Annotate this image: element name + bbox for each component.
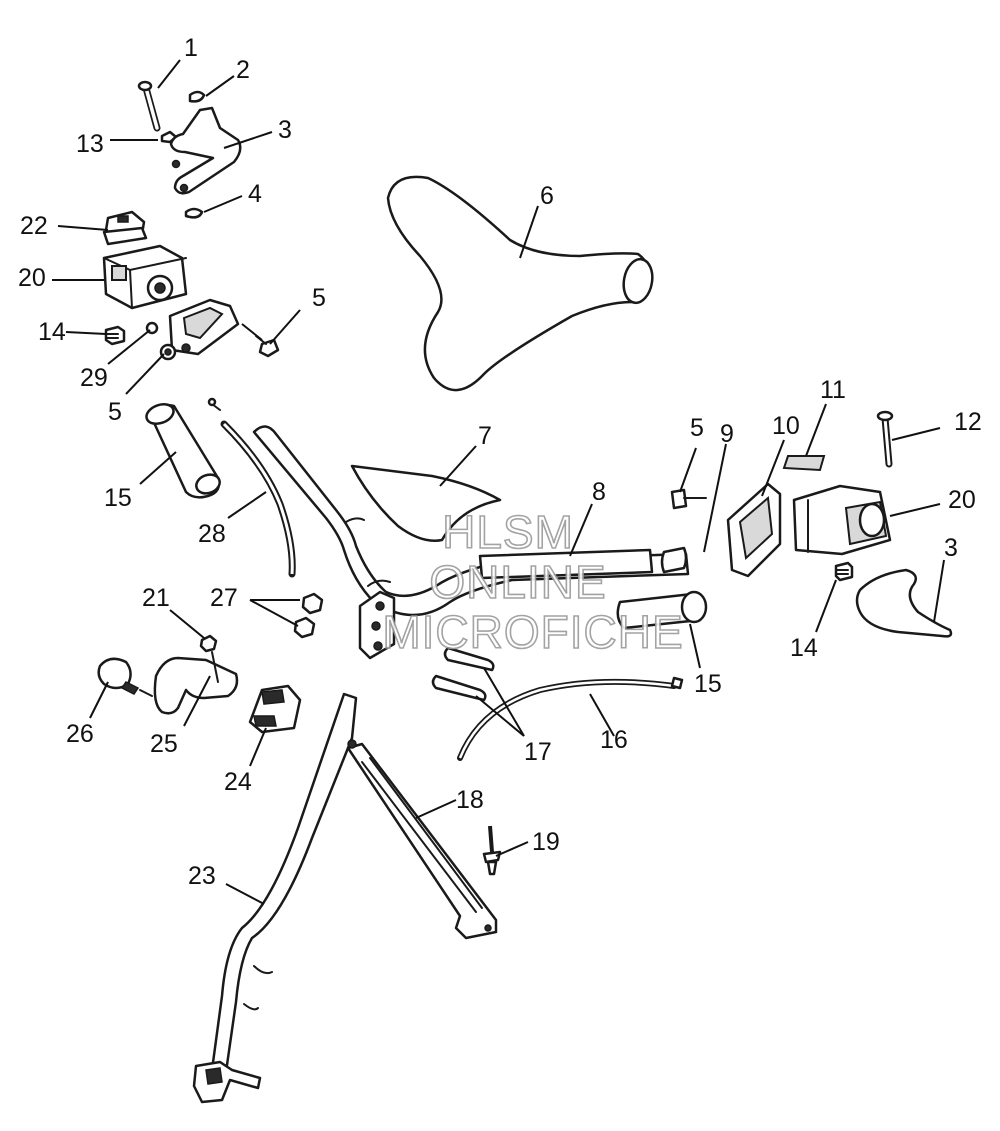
part-5-cover-plate (168, 298, 240, 356)
callout-11: 11 (820, 376, 846, 404)
watermark: HLSM ONLINE MICROFICHE (382, 505, 684, 659)
part-15-grip-left (145, 403, 221, 499)
part-21-nut (199, 634, 218, 653)
callout-20-left: 20 (18, 264, 46, 292)
leader-lines (52, 59, 945, 905)
part-3-lever-upper (169, 106, 242, 195)
callout-labels: 1 2 3 13 4 22 20 5 14 29 5 6 7 8 15 28 5… (18, 34, 982, 890)
part-10-gasket-plate (726, 482, 782, 578)
part-6-handlebar-pad (386, 175, 654, 392)
part-14-nut-left (104, 325, 126, 346)
part-20-master-cylinder-right (792, 484, 892, 556)
callout-2: 2 (236, 56, 250, 84)
callout-27: 27 (210, 584, 238, 612)
part-4-clip (184, 207, 204, 219)
part-15-grip-right (616, 590, 708, 630)
callout-14-left: 14 (38, 318, 66, 346)
callout-17: 17 (524, 738, 552, 766)
callout-18: 18 (456, 786, 484, 814)
callout-25: 25 (150, 730, 178, 758)
callout-15-right: 15 (694, 670, 722, 698)
part-3-lever-right (855, 568, 953, 638)
part-8-bar-end (478, 548, 654, 580)
callout-3-upper: 3 (278, 116, 292, 144)
callout-5-right: 5 (690, 414, 704, 442)
part-17-pins (431, 646, 495, 702)
part-11-pad (782, 455, 826, 472)
callout-22: 22 (20, 212, 48, 240)
watermark-line-3: MICROFICHE (382, 606, 683, 658)
part-20-master-cylinder-left (102, 244, 188, 310)
callout-21: 21 (142, 584, 170, 612)
part-27-nuts (293, 592, 324, 639)
callout-19: 19 (532, 828, 560, 856)
callout-16: 16 (600, 726, 628, 754)
callout-28: 28 (198, 520, 226, 548)
part-19-screw (482, 825, 502, 876)
part-9-plug (660, 546, 688, 574)
callout-23: 23 (188, 862, 216, 890)
callout-29: 29 (80, 364, 108, 392)
part-23-shift-lever (192, 692, 358, 1104)
part-5-screw-left-lower (159, 343, 177, 361)
callout-7: 7 (478, 422, 492, 450)
part-2-clip (188, 90, 206, 103)
callout-3-right: 3 (944, 534, 958, 562)
callout-12: 12 (954, 408, 982, 436)
part-18-brace (346, 739, 498, 940)
watermark-line-1: HLSM (442, 506, 574, 558)
part-16-throttle-cable (457, 676, 684, 761)
callout-20-right: 20 (948, 486, 976, 514)
part-24-clamp (248, 684, 302, 734)
part-28-cable (207, 397, 296, 578)
part-14-nut-right (834, 561, 854, 582)
callout-8: 8 (592, 478, 606, 506)
callout-26: 26 (66, 720, 94, 748)
part-26-switch (97, 657, 153, 697)
callout-9: 9 (720, 420, 734, 448)
callout-5-left-lower: 5 (108, 398, 122, 426)
callout-6: 6 (540, 182, 554, 210)
part-25-bracket (153, 651, 239, 715)
watermark-line-2: ONLINE (429, 556, 606, 608)
callout-15-left: 15 (104, 484, 132, 512)
callout-24: 24 (224, 768, 252, 796)
part-1-pin (137, 80, 161, 132)
callout-1: 1 (184, 34, 198, 62)
callout-14-right: 14 (790, 634, 818, 662)
callout-4: 4 (248, 180, 262, 208)
callout-5-left-upper: 5 (312, 284, 326, 312)
part-5-screw-right (670, 488, 707, 510)
part-7-crossbar-pad (350, 464, 502, 542)
part-22-boot (102, 210, 148, 246)
callout-13: 13 (76, 130, 104, 158)
callout-10: 10 (772, 412, 800, 440)
part-12-bolt (876, 410, 894, 468)
